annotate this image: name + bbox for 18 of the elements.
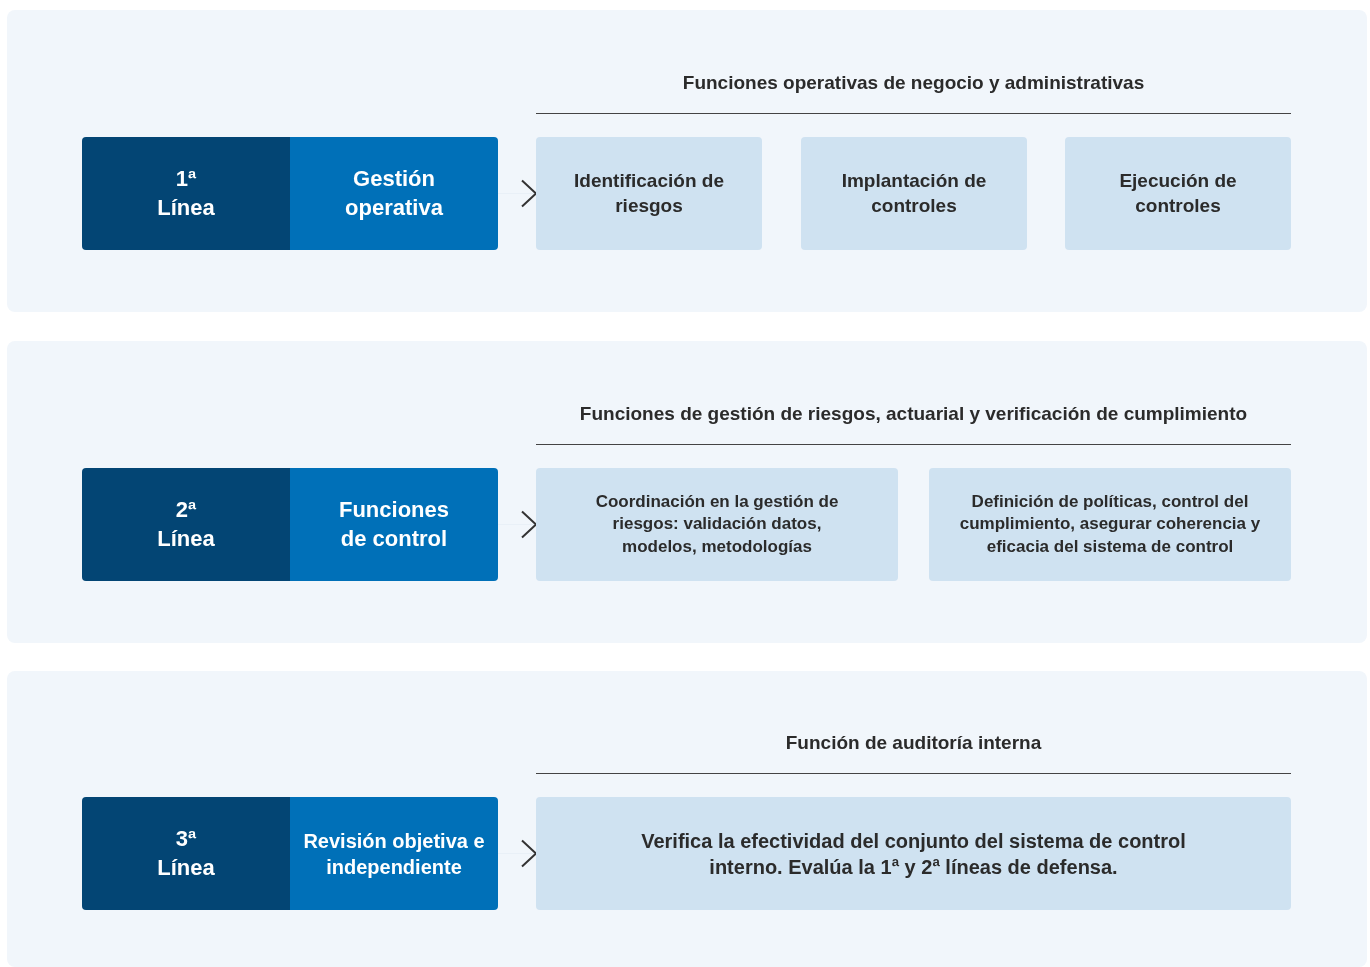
role-box: Funciones de control bbox=[290, 468, 498, 581]
function-box: Definición de políticas, control del cumplimiento, asegurar coherencia y eficacia del sistema de control bbox=[929, 468, 1291, 581]
line-label-box: 2ª Línea bbox=[82, 468, 290, 581]
function-box: Ejecución de controles bbox=[1065, 137, 1291, 250]
line-label-box: 1ª Línea bbox=[82, 137, 290, 250]
chevron-arrow bbox=[497, 510, 537, 539]
line-label-box: 3ª Línea bbox=[82, 797, 290, 910]
section-heading: Funciones operativas de negocio y administrativas bbox=[681, 72, 1146, 94]
function-box: Coordinación en la gestión de riesgos: validación datos, modelos, metodologías bbox=[536, 468, 898, 581]
chevron-arrow bbox=[497, 839, 537, 868]
function-box: Implantación de controles bbox=[801, 137, 1027, 250]
function-box: Identificación de riesgos bbox=[536, 137, 762, 250]
function-box: Verifica la efectividad del conjunto del sistema de control interno. Evalúa la 1ª y 2ª líneas de defensa. bbox=[536, 797, 1291, 910]
section-heading: Función de auditoría interna bbox=[784, 732, 1043, 754]
chevron-arrow bbox=[497, 179, 537, 208]
role-box: Gestión operativa bbox=[290, 137, 498, 250]
section-heading: Funciones de gestión de riesgos, actuarial y verificación de cumplimiento bbox=[578, 403, 1249, 425]
role-box: Revisión objetiva e independiente bbox=[290, 797, 498, 910]
